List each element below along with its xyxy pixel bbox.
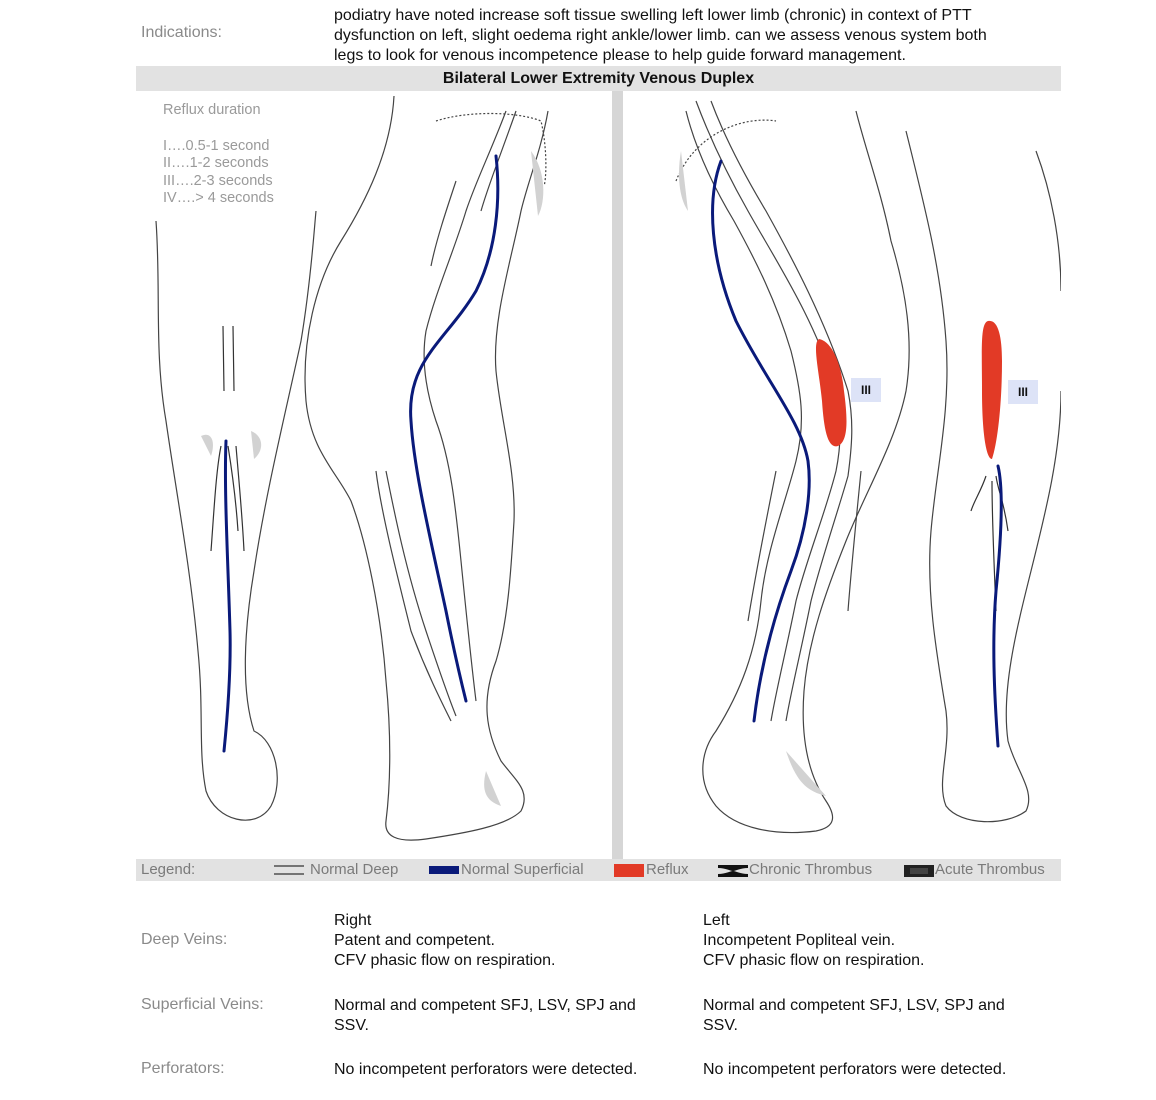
perforators-right: No incompetent perforators were detected… (334, 1061, 638, 1078)
finding-line: CFV phasic flow on respiration. (703, 952, 925, 969)
chronic-thrombus-swatch (718, 865, 748, 877)
superficial-veins-left: Normal and competent SFJ, LSV, SPJ and S… (703, 996, 1005, 1036)
right-leg-posterior-outline (155, 210, 317, 821)
diagram-divider (612, 91, 623, 859)
right-leg-knee-outline (435, 112, 547, 187)
right-posterior-deep-vein (210, 325, 245, 552)
normal-superficial-swatch (429, 866, 459, 874)
finding-line: Normal and competent SFJ, LSV, SPJ and (703, 997, 1005, 1014)
shade-accent (678, 151, 688, 211)
reflux-grade-badge-knee: III (851, 378, 881, 402)
reflux-popliteal-left-side (815, 339, 847, 447)
indications-text: podiatry have noted increase soft tissue… (334, 6, 1074, 66)
finding-line: SSV. (334, 1017, 369, 1034)
shade-accent (484, 771, 501, 806)
deep-veins-right: Patent and competent. CFV phasic flow on… (334, 931, 555, 971)
report-title: Bilateral Lower Extremity Venous Duplex (136, 66, 1061, 91)
perforators-label: Perforators: (141, 1060, 225, 1077)
reflux-grade-i: I….0.5-1 second (163, 137, 270, 154)
column-header-right: Right (334, 912, 372, 929)
right-leg-side-outline (304, 95, 549, 841)
deep-veins-left: Incompetent Popliteal vein. CFV phasic f… (703, 931, 924, 971)
reflux-duration-key: Reflux duration I….0.5-1 second II….1-2 … (163, 102, 274, 208)
indications-label: Indications: (141, 24, 222, 41)
legend-acute-thrombus: Acute Thrombus (935, 861, 1045, 878)
deep-veins-label: Deep Veins: (141, 931, 228, 948)
left-leg-knee-outline (675, 119, 777, 182)
legend-label: Legend: (141, 861, 196, 878)
venous-diagram (155, 91, 1061, 859)
shade-accent (786, 751, 826, 796)
legend-chronic-thrombus: Chronic Thrombus (749, 861, 873, 878)
legend-normal-superficial: Normal Superficial (461, 861, 584, 878)
finding-line: Incompetent Popliteal vein. (703, 932, 896, 949)
finding-line: CFV phasic flow on respiration. (334, 952, 556, 969)
normal-deep-swatch (274, 865, 304, 875)
legend-reflux: Reflux (646, 861, 689, 878)
right-side-deep-vein (375, 110, 517, 722)
reflux-grade-ii: II….1-2 seconds (163, 155, 269, 171)
reflux-grade-iii: III….2-3 seconds (163, 172, 273, 189)
left-leg-posterior-outline (905, 130, 1061, 823)
acute-thrombus-swatch (904, 865, 934, 877)
legend-bar: Legend: Normal Deep Normal Superficial R… (136, 859, 1061, 881)
reflux-popliteal-left-posterior (981, 320, 1002, 459)
finding-line: Normal and competent SFJ, LSV, SPJ and (334, 997, 636, 1014)
left-leg-side-outline (685, 110, 910, 834)
indications-line: dysfunction on left, slight oedema right… (334, 27, 987, 44)
superficial-veins-right: Normal and competent SFJ, LSV, SPJ and S… (334, 996, 636, 1036)
shade-accent (251, 431, 262, 459)
reflux-key-title: Reflux duration (163, 102, 261, 118)
superficial-veins-label: Superficial Veins: (141, 996, 264, 1013)
reflux-grade-iv: IV….> 4 seconds (163, 190, 274, 206)
perforators-left: No incompetent perforators were detected… (703, 1061, 1007, 1078)
finding-line: Patent and competent. (334, 932, 495, 949)
right-posterior-superficial-vein (222, 439, 232, 753)
left-posterior-superficial-vein (992, 464, 1003, 748)
column-header-left: Left (703, 912, 730, 929)
indications-line: legs to look for venous incompetence ple… (334, 47, 906, 64)
reflux-swatch (614, 864, 644, 877)
shade-accent (531, 151, 544, 216)
indications-line: podiatry have noted increase soft tissue… (334, 7, 972, 24)
finding-line: SSV. (703, 1017, 738, 1034)
shade-accent (201, 434, 213, 456)
right-side-superficial-vein (409, 154, 500, 703)
left-side-superficial-vein (711, 159, 811, 723)
reflux-grade-badge-calf: III (1008, 380, 1038, 404)
legend-normal-deep: Normal Deep (310, 861, 399, 878)
